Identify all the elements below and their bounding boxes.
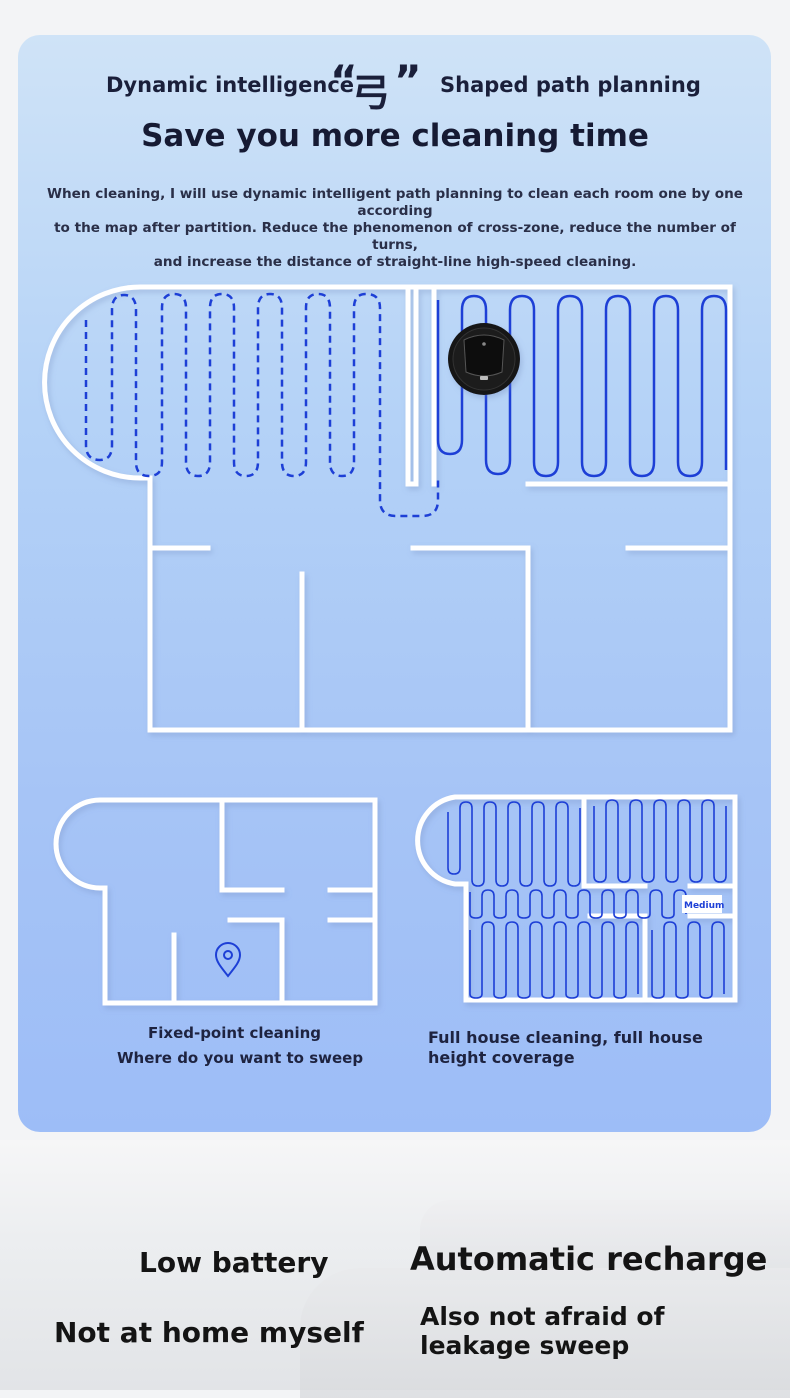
quote-close: ” — [394, 56, 422, 105]
room-label: Medium — [684, 901, 724, 911]
low-battery-text: Low battery — [139, 1246, 329, 1279]
auto-recharge-text: Automatic recharge — [410, 1240, 768, 1278]
headline-left: Dynamic intelligence — [106, 73, 355, 97]
quote-open: “ — [330, 56, 358, 105]
fixed-point-caption: Fixed-point cleaning — [148, 1024, 322, 1042]
main-floor-plan — [42, 284, 733, 733]
headline-right: Shaped path planning — [440, 73, 701, 97]
no-leakage-text: Also not afraid of leakage sweep — [420, 1302, 665, 1360]
page-title: Save you more cleaning time — [141, 118, 649, 154]
dashed-cleaning-path — [84, 292, 440, 518]
sofa-back-shape — [420, 1200, 790, 1280]
description: When cleaning, I will use dynamic intell… — [40, 186, 750, 271]
full-house-map — [415, 794, 738, 1003]
description-line: When cleaning, I will use dynamic intell… — [46, 186, 744, 219]
robot-vacuum-icon — [448, 323, 520, 395]
sofa-shape — [300, 1268, 790, 1398]
room-label-bg — [682, 895, 722, 913]
fixed-point-subcaption: Where do you want to sweep — [117, 1049, 364, 1067]
fixed-point-map — [53, 797, 378, 1006]
floor-plan-graphics: Medium — [42, 284, 738, 1006]
description-line: to the map after partition. Reduce the p… — [54, 220, 736, 253]
not-at-home-text: Not at home myself — [54, 1316, 364, 1349]
full-house-caption: Full house cleaning, full house height c… — [428, 1028, 703, 1067]
description-line: and increase the distance of straight-li… — [153, 254, 637, 270]
location-pin-icon — [214, 942, 242, 978]
quote-char: 弓 — [352, 71, 391, 115]
full-house-path — [447, 799, 727, 999]
